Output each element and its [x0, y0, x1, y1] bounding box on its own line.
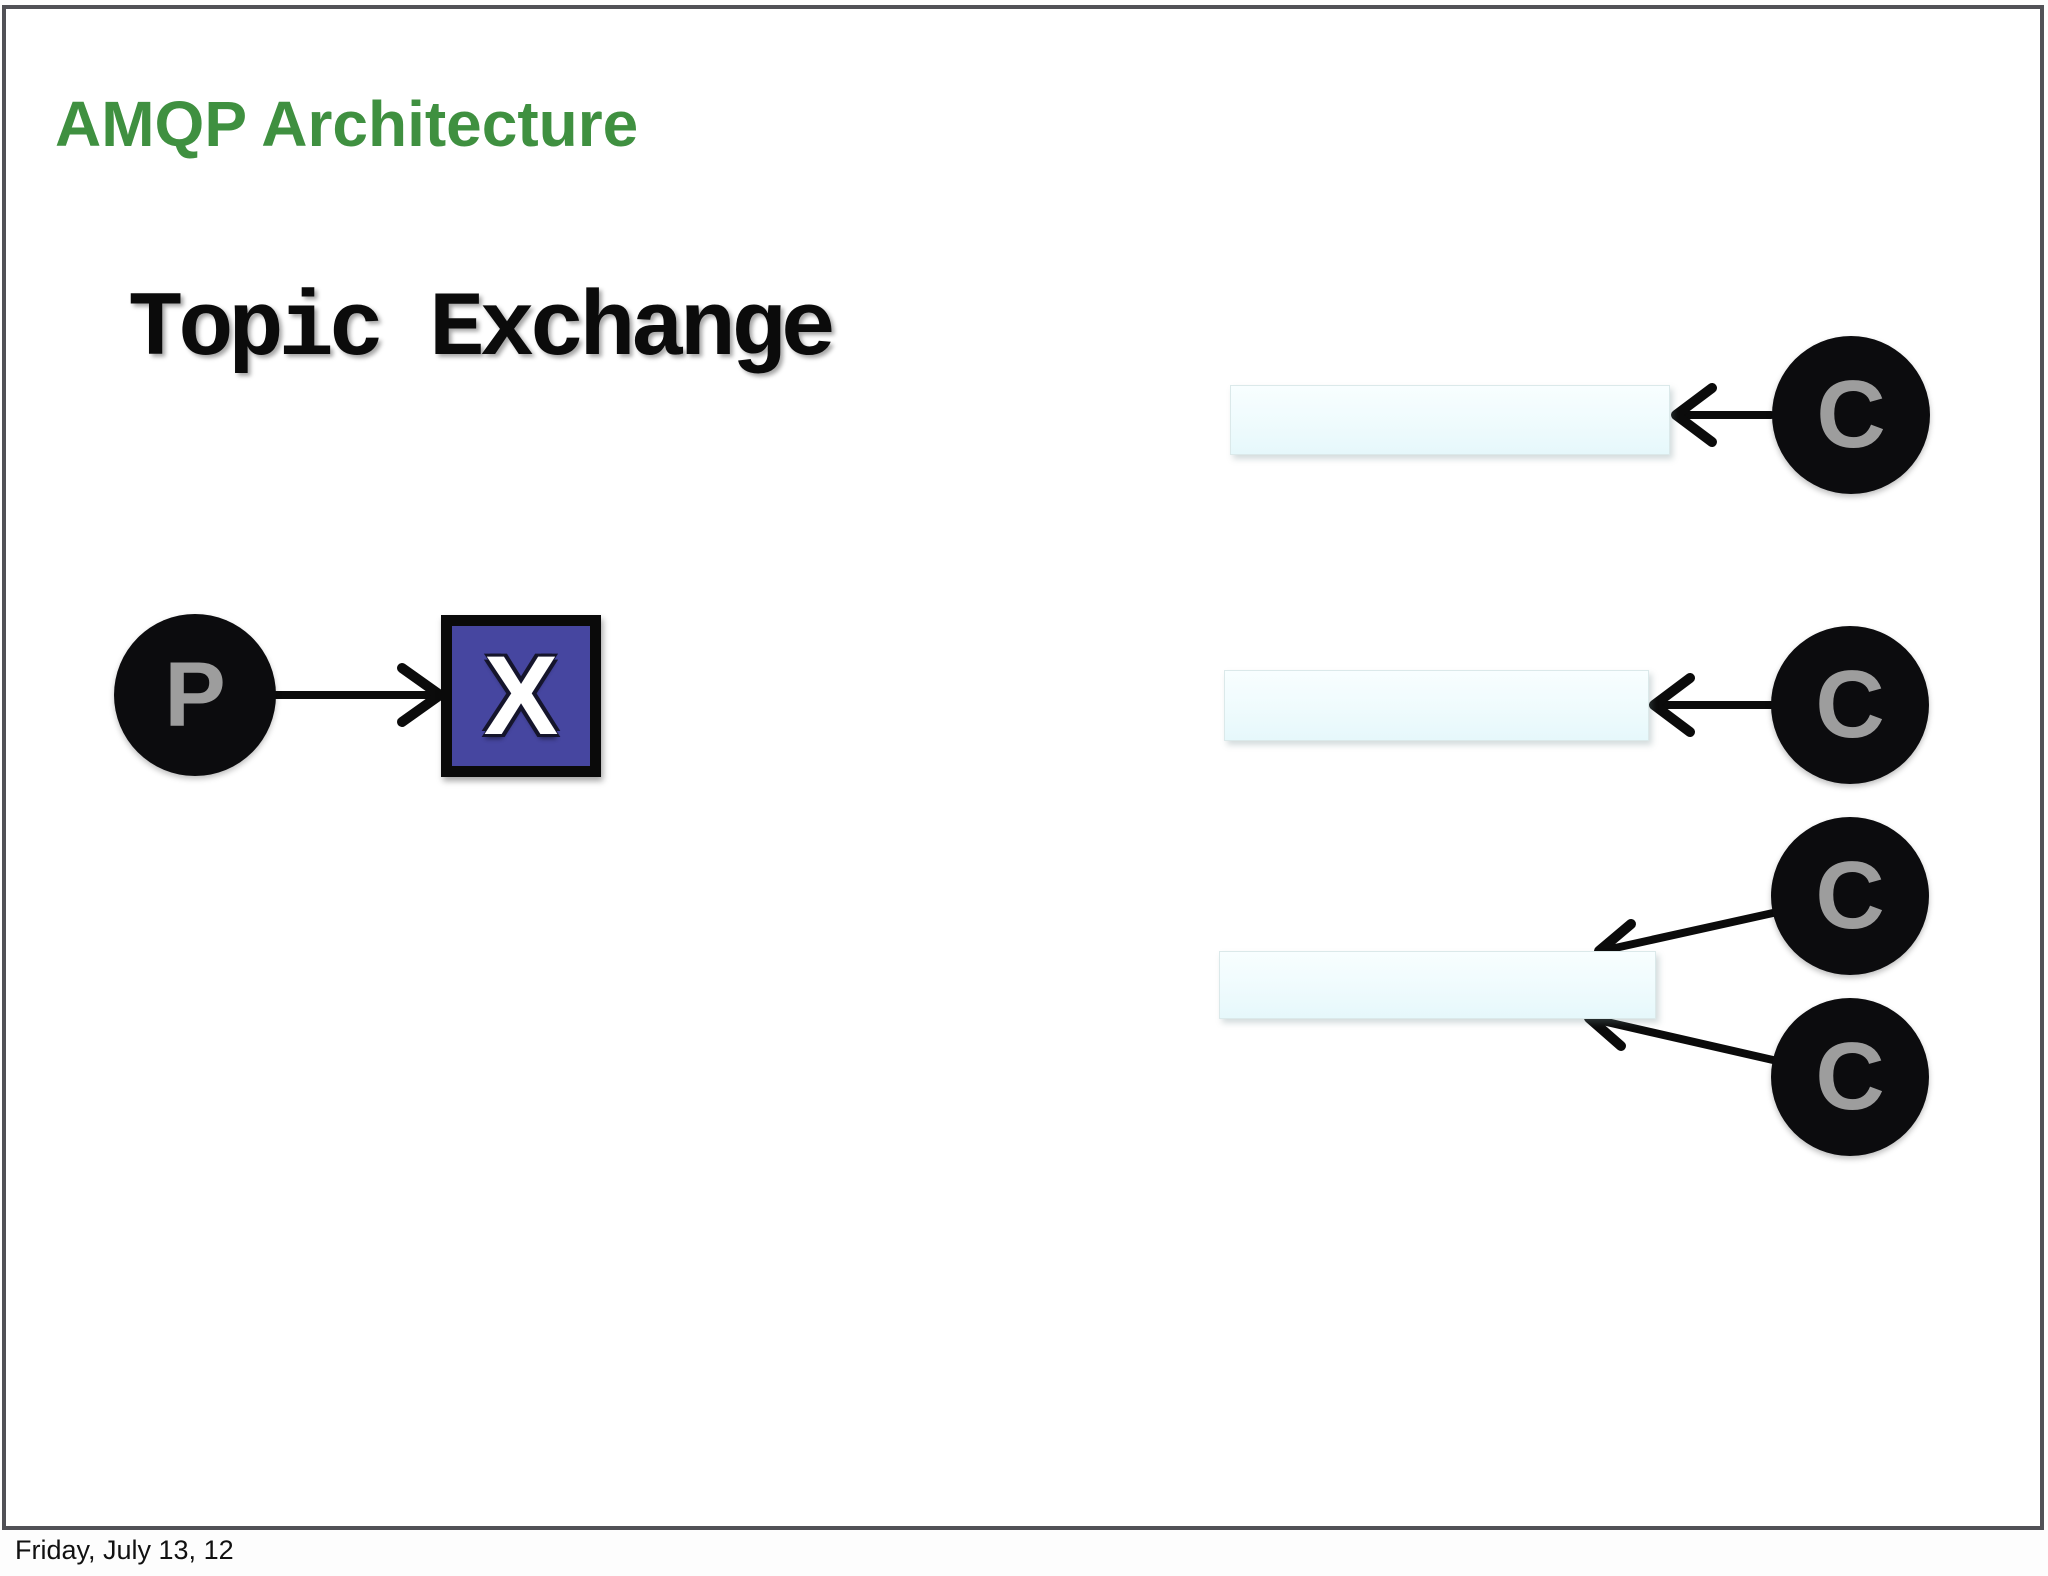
queue-1 [1230, 385, 1670, 455]
exchange-label: X [483, 633, 559, 758]
consumer-node-2: C [1771, 626, 1929, 784]
slide-frame [2, 5, 2044, 1530]
consumer-label: C [1815, 1023, 1885, 1130]
producer-node: P [114, 614, 276, 776]
producer-label: P [164, 644, 226, 746]
queue-3 [1219, 951, 1656, 1019]
consumer-label: C [1815, 842, 1885, 949]
heading-topic-exchange: Topic Exchange [128, 277, 836, 382]
consumer-node-4: C [1771, 998, 1929, 1156]
consumer-node-1: C [1772, 336, 1930, 494]
footer-date: Friday, July 13, 12 [15, 1535, 234, 1565]
exchange-node: X [441, 615, 601, 777]
page-title: AMQP Architecture [55, 88, 639, 160]
queue-2 [1224, 670, 1649, 741]
consumer-label: C [1815, 651, 1885, 758]
consumer-label: C [1816, 361, 1886, 468]
consumer-node-3: C [1771, 817, 1929, 975]
